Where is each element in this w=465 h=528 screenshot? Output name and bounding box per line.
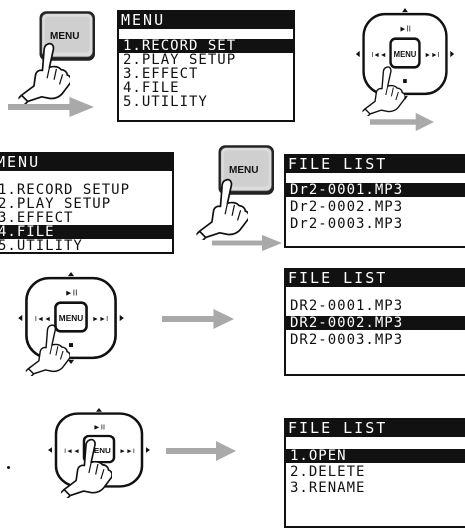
fast-forward-icon: ►►I: [92, 314, 108, 323]
list-item: Dr2-0003.MP3: [290, 216, 404, 232]
pad-center-label: MENU: [87, 446, 111, 455]
menu-button-label: MENU: [229, 165, 259, 176]
pointing-hand-icon: [18, 322, 70, 376]
fast-forward-icon: ►►I: [424, 52, 439, 59]
pad-center-button: [54, 301, 88, 333]
list-item: DR2-0002.MP3: [286, 316, 465, 330]
screen-title: MENU: [119, 12, 293, 29]
screen-title: FILE LIST: [286, 420, 465, 437]
flow-arrow-icon: [8, 96, 94, 118]
menu-button-label: MENU: [50, 31, 80, 42]
pointing-hand-icon: [10, 40, 70, 104]
left-triangle-icon: [355, 50, 360, 58]
left-triangle-icon: [18, 314, 23, 322]
list-item: 3.RENAME: [290, 480, 366, 496]
list-item: 4.FILE: [0, 225, 172, 239]
list-item: Dr2-0002.MP3: [290, 199, 404, 215]
right-triangle-icon: [119, 314, 124, 322]
list-item: 3.EFFECT: [123, 66, 199, 82]
pad-center-label: MENU: [394, 50, 417, 59]
down-triangle-icon: [67, 359, 75, 364]
play-pause-icon: ►II: [65, 289, 78, 298]
flow-arrow-icon: [162, 308, 234, 330]
list-item: 5.UTILITY: [123, 94, 208, 110]
list-item: 1.RECORD SETUP: [0, 182, 131, 198]
right-triangle-icon: [146, 447, 150, 453]
screen-title: FILE LIST: [286, 270, 465, 287]
rewind-icon: I◄◄: [35, 314, 51, 323]
list-item: 5.UTILITY: [0, 238, 83, 254]
pointing-hand-icon: [355, 64, 405, 116]
screen-title: MENU: [0, 154, 172, 171]
up-triangle-icon: [67, 272, 75, 277]
list-item: DR2-0003.MP3: [290, 332, 404, 348]
rewind-icon: I◄◄: [371, 52, 386, 59]
stop-icon: ■: [403, 76, 408, 85]
list-item: 1.OPEN: [286, 449, 465, 463]
list-item: Dr2-0001.MP3: [286, 183, 465, 197]
flow-arrow-icon: [370, 112, 434, 132]
pad-center-button: [389, 37, 421, 69]
list-item: DR2-0001.MP3: [290, 298, 404, 314]
stop-icon: ■: [68, 341, 73, 350]
list-item: 2.PLAY SETUP: [0, 196, 112, 212]
list-item: 2.DELETE: [290, 464, 366, 480]
fast-forward-icon: ►►I: [119, 448, 135, 455]
screen-title: FILE LIST: [286, 156, 465, 173]
menu-button[interactable]: MENU: [217, 142, 277, 198]
flow-arrow-icon: [212, 234, 282, 252]
pad-center-label: MENU: [59, 314, 83, 323]
pointing-hand-icon: [52, 436, 112, 498]
list-item: 4.FILE: [123, 80, 180, 96]
menu-button[interactable]: MENU: [38, 8, 98, 64]
left-triangle-icon: [48, 447, 52, 453]
up-triangle-icon: [402, 8, 408, 13]
pointing-hand-icon: [188, 176, 248, 240]
rewind-icon: I◄◄: [64, 448, 80, 455]
up-triangle-icon: [96, 408, 102, 412]
list-item: 3.EFFECT: [0, 210, 74, 226]
flow-arrow-icon: [166, 440, 236, 462]
list-item: 1.RECORD SET: [119, 39, 293, 53]
list-item: 2.PLAY SETUP: [123, 52, 237, 68]
play-pause-icon: ►II: [93, 423, 105, 432]
play-pause-icon: ►II: [399, 24, 411, 33]
dot-marker-icon: [7, 466, 10, 469]
right-triangle-icon: [450, 50, 455, 58]
